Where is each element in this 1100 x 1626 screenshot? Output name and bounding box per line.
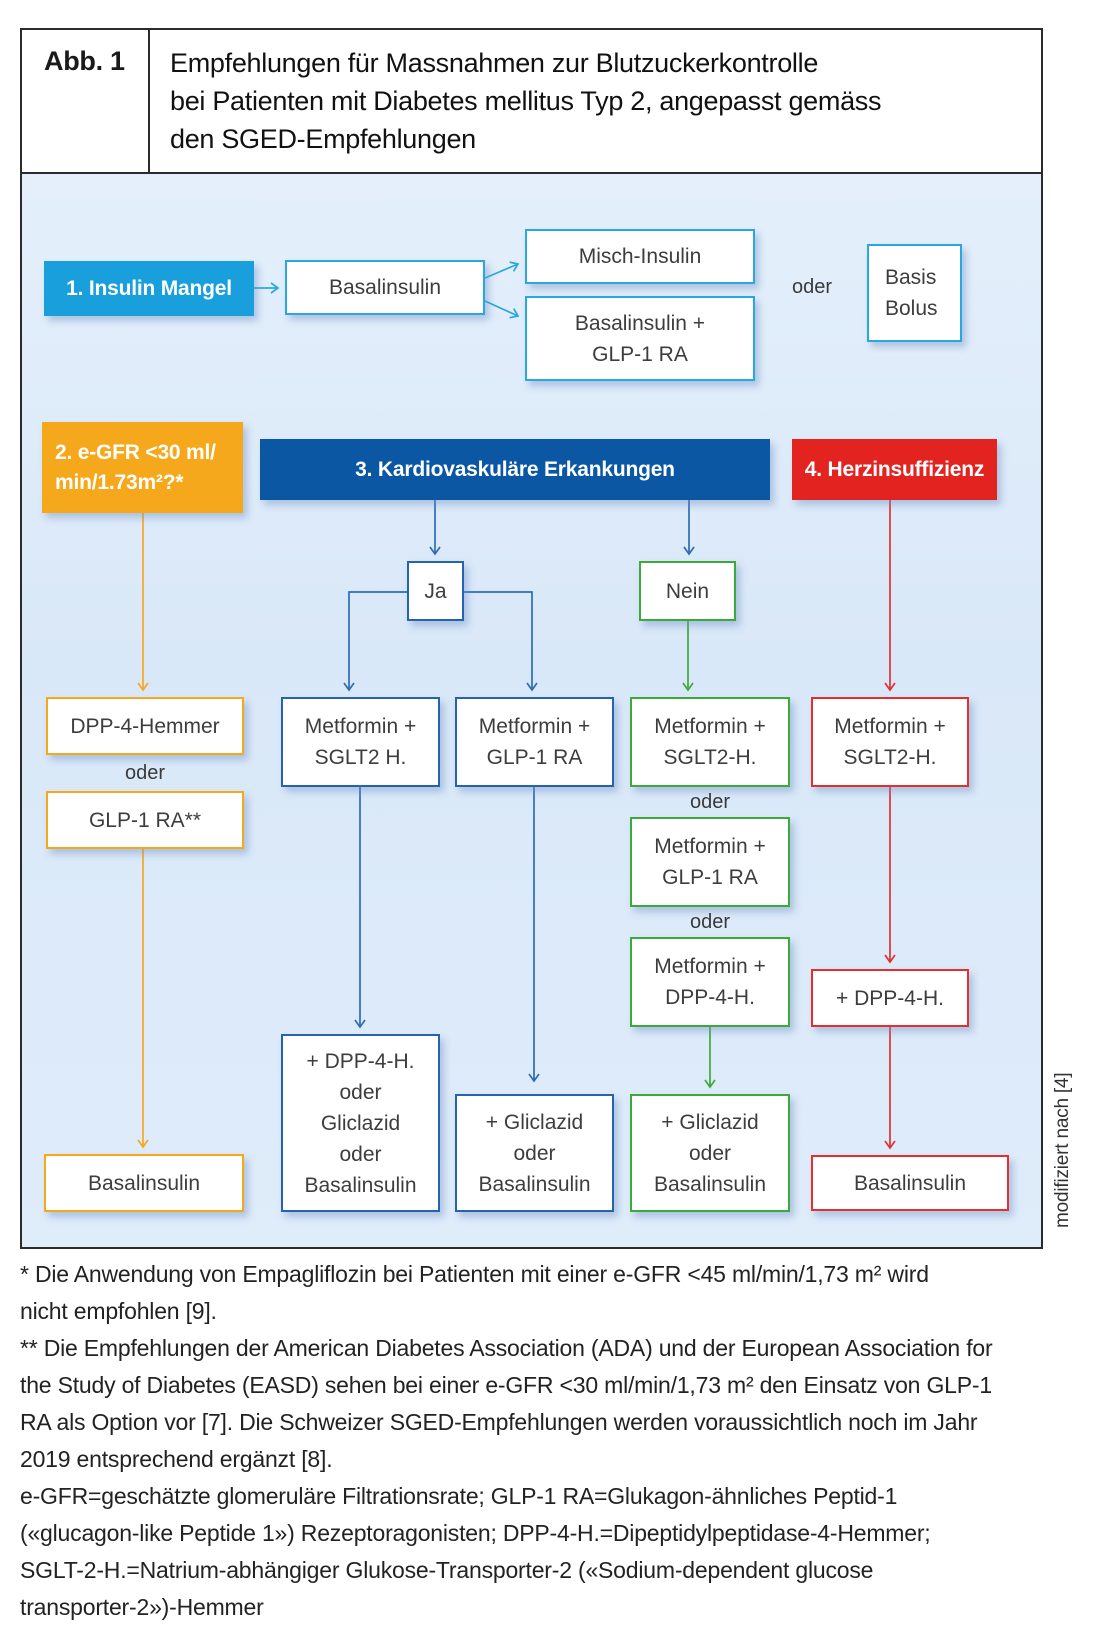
node-basalinsulin-hf: Basalinsulin — [811, 1155, 1009, 1211]
flowchart-panel: 1. Insulin Mangel Basalinsulin Misch-Ins… — [22, 174, 1041, 1247]
node-basalinsulin-egfr: Basalinsulin — [44, 1154, 244, 1212]
node-herz-header: 4. Herzinsuffizienz — [792, 439, 997, 500]
node-egfr-header: 2. e-GFR <30 ml/ min/1.73m²?* — [42, 422, 243, 513]
node-dpp4-gliclazid-basal: + DPP-4-H. oder Gliclazid oder Basalinsu… — [281, 1034, 440, 1212]
arrow-basal-to-misch — [484, 261, 520, 279]
node-metformin-glp1-cv: Metformin + GLP-1 RA — [455, 697, 614, 787]
figure-box: Abb. 1 Empfehlungen für Massnahmen zur B… — [20, 28, 1043, 1249]
node-nein: Nein — [639, 561, 736, 621]
node-kardio-header: 3. Kardiovaskuläre Erkankungen — [260, 439, 770, 500]
oder-label-row1: oder — [791, 275, 833, 298]
node-basis-bolus: Basis Bolus — [867, 244, 962, 342]
node-metformin-sglt2-hf: Metformin + SGLT2-H. — [811, 697, 969, 787]
oder-label-nein2: oder — [689, 910, 731, 933]
arrow-basal-to-basalglp — [484, 300, 520, 319]
oder-label-egfr: oder — [124, 761, 166, 784]
node-ja: Ja — [407, 561, 464, 621]
node-gliclazid-basal-nein: + Gliclazid oder Basalinsulin — [630, 1094, 790, 1212]
node-metformin-sglt2-nein: Metformin + SGLT2-H. — [630, 697, 790, 787]
node-metformin-sglt2-cv: Metformin + SGLT2 H. — [281, 697, 440, 787]
arrow-ja-to-sglt2 — [343, 591, 407, 692]
node-insulin-mangel: 1. Insulin Mangel — [44, 261, 254, 316]
node-dpp4-hf: + DPP-4-H. — [811, 969, 969, 1027]
node-basalinsulin-start: Basalinsulin — [285, 260, 485, 315]
node-glp1-ra: GLP-1 RA** — [46, 791, 244, 849]
footnotes: * Die Anwendung von Empagliflozin bei Pa… — [20, 1261, 993, 1620]
node-metformin-dpp4-nein: Metformin + DPP-4-H. — [630, 937, 790, 1027]
node-gliclazid-basal-cv: + Gliclazid oder Basalinsulin — [455, 1094, 614, 1212]
credit-rotated-text: modifiziert nach [4] — [1052, 1072, 1073, 1228]
node-metformin-glp1-nein: Metformin + GLP-1 RA — [630, 817, 790, 907]
node-basalinsulin-glp1: Basalinsulin + GLP-1 RA — [525, 296, 755, 381]
figure-label: Abb. 1 — [22, 30, 150, 172]
node-dpp4-hemmer: DPP-4-Hemmer — [46, 697, 244, 755]
figure-title: Empfehlungen für Massnahmen zur Blutzuck… — [170, 48, 882, 154]
oder-label-nein1: oder — [689, 790, 731, 813]
arrow-ja-to-glp1 — [464, 591, 538, 692]
node-misch-insulin: Misch-Insulin — [525, 229, 755, 284]
figure-title-row: Abb. 1 Empfehlungen für Massnahmen zur B… — [22, 30, 1041, 174]
